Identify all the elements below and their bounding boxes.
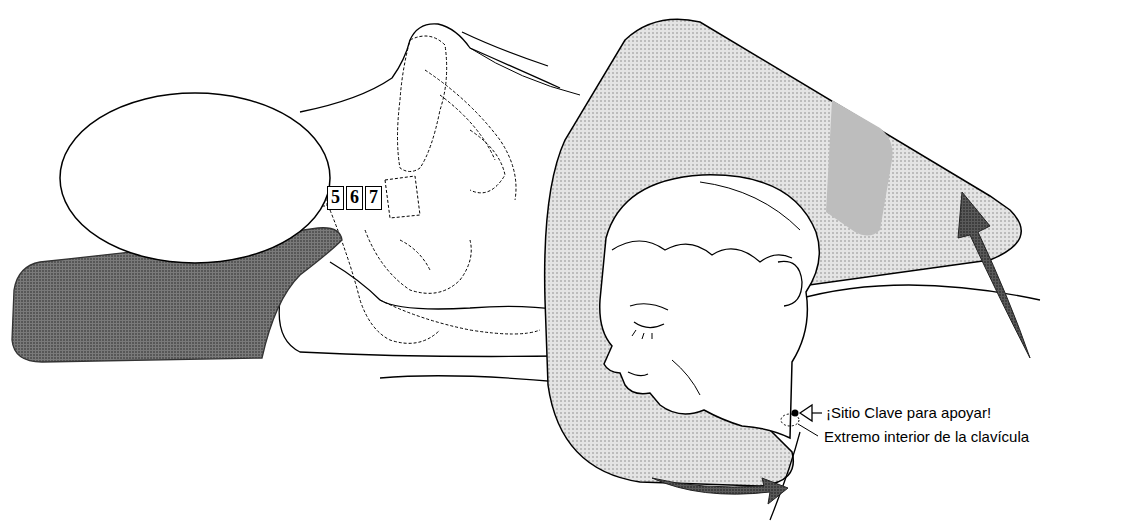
callout-number: 5 (328, 187, 343, 207)
pillow-hug-figure (545, 19, 1040, 520)
anatomy-label: Extremo interior de la clavícula (824, 428, 1029, 446)
vertebra-box: 7 (365, 186, 382, 210)
vertebra-box: 6 (346, 186, 363, 210)
vertebra-box: 5 (327, 186, 344, 210)
callout-number: 7 (366, 187, 381, 207)
callout-number: 6 (347, 187, 362, 207)
key-site-note: ¡Sitio Clave para apoyar! (826, 404, 991, 422)
side-lying-figure (12, 24, 580, 382)
